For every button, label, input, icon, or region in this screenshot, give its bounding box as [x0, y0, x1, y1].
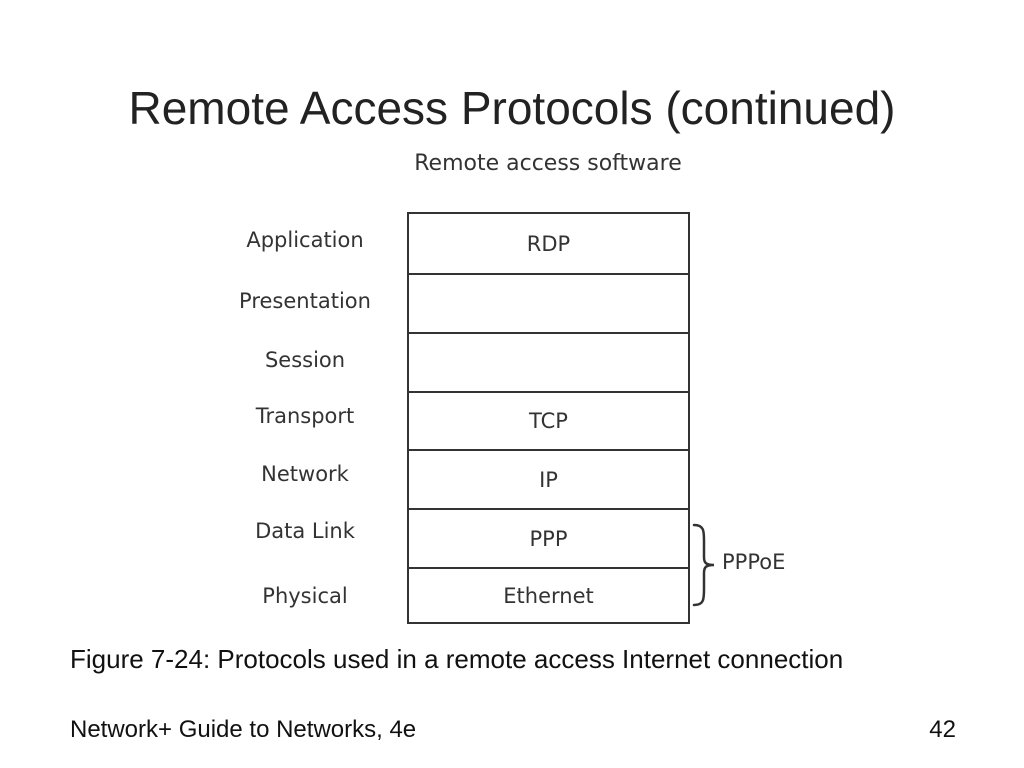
- protocol-stack: RDP TCP IP PPP Ethernet: [407, 212, 690, 624]
- page-number: 42: [929, 716, 956, 743]
- figure-caption: Figure 7-24: Protocols used in a remote …: [70, 644, 844, 674]
- protocol-cell-network: IP: [409, 449, 688, 508]
- protocol-cell-physical: Ethernet: [409, 567, 688, 622]
- layer-label-session: Session: [264, 348, 346, 372]
- protocol-cell-transport: TCP: [409, 391, 688, 449]
- layer-label-network: Network: [261, 462, 349, 486]
- layer-label-physical: Physical: [262, 584, 348, 608]
- layer-label-presentation: Presentation: [239, 289, 371, 313]
- slide-title: Remote Access Protocols (continued): [128, 82, 896, 134]
- protocol-cell-presentation: [409, 273, 688, 332]
- layer-label-transport: Transport: [255, 404, 355, 428]
- protocol-cell-session: [409, 332, 688, 391]
- protocol-cell-data-link: PPP: [409, 508, 688, 567]
- protocol-cell-application: RDP: [526, 231, 571, 256]
- footer-source: Network+ Guide to Networks, 4e: [70, 716, 417, 743]
- right-brace-icon: [692, 523, 715, 607]
- pppoe-label: PPPoE: [722, 550, 786, 574]
- layer-label-application: Application: [246, 228, 364, 252]
- figure-heading: Remote access software: [414, 151, 682, 176]
- layer-label-data-link: Data Link: [255, 519, 355, 543]
